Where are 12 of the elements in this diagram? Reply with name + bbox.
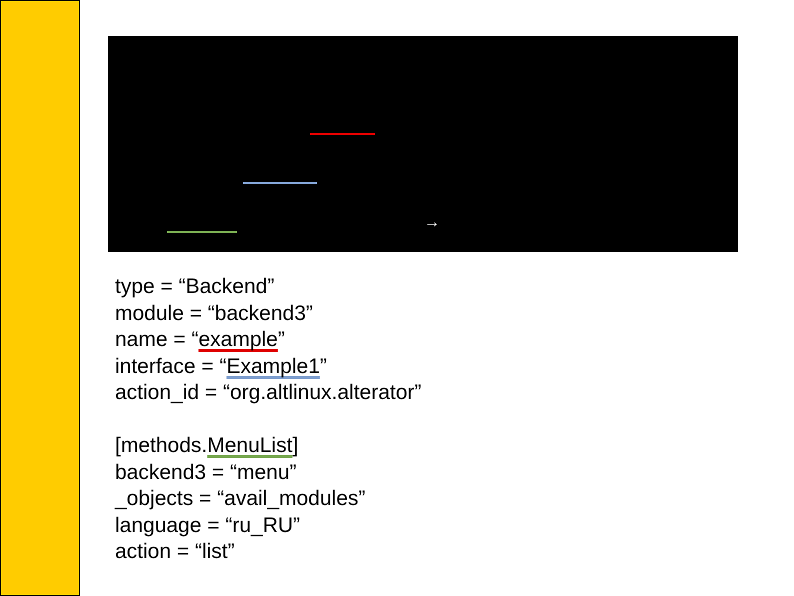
config-line: action = “list” bbox=[115, 539, 235, 565]
config-line: name = “example” bbox=[115, 327, 285, 353]
config-line: _objects = “avail_modules” bbox=[115, 486, 366, 512]
config-line: language = “ru_RU” bbox=[115, 512, 300, 538]
config-line: type = “Backend” bbox=[115, 274, 274, 300]
config-line: module = “backend3” bbox=[115, 300, 313, 326]
config-line: interface = “Example1” bbox=[115, 354, 327, 380]
config-line: backend3 = “menu” bbox=[115, 460, 297, 486]
sidebar bbox=[0, 0, 80, 596]
arrow-symbol: → bbox=[424, 214, 440, 232]
config-line: [methods.MenuList] bbox=[115, 433, 298, 459]
config-line: action_id = “org.altlinux.alterator” bbox=[115, 380, 422, 406]
